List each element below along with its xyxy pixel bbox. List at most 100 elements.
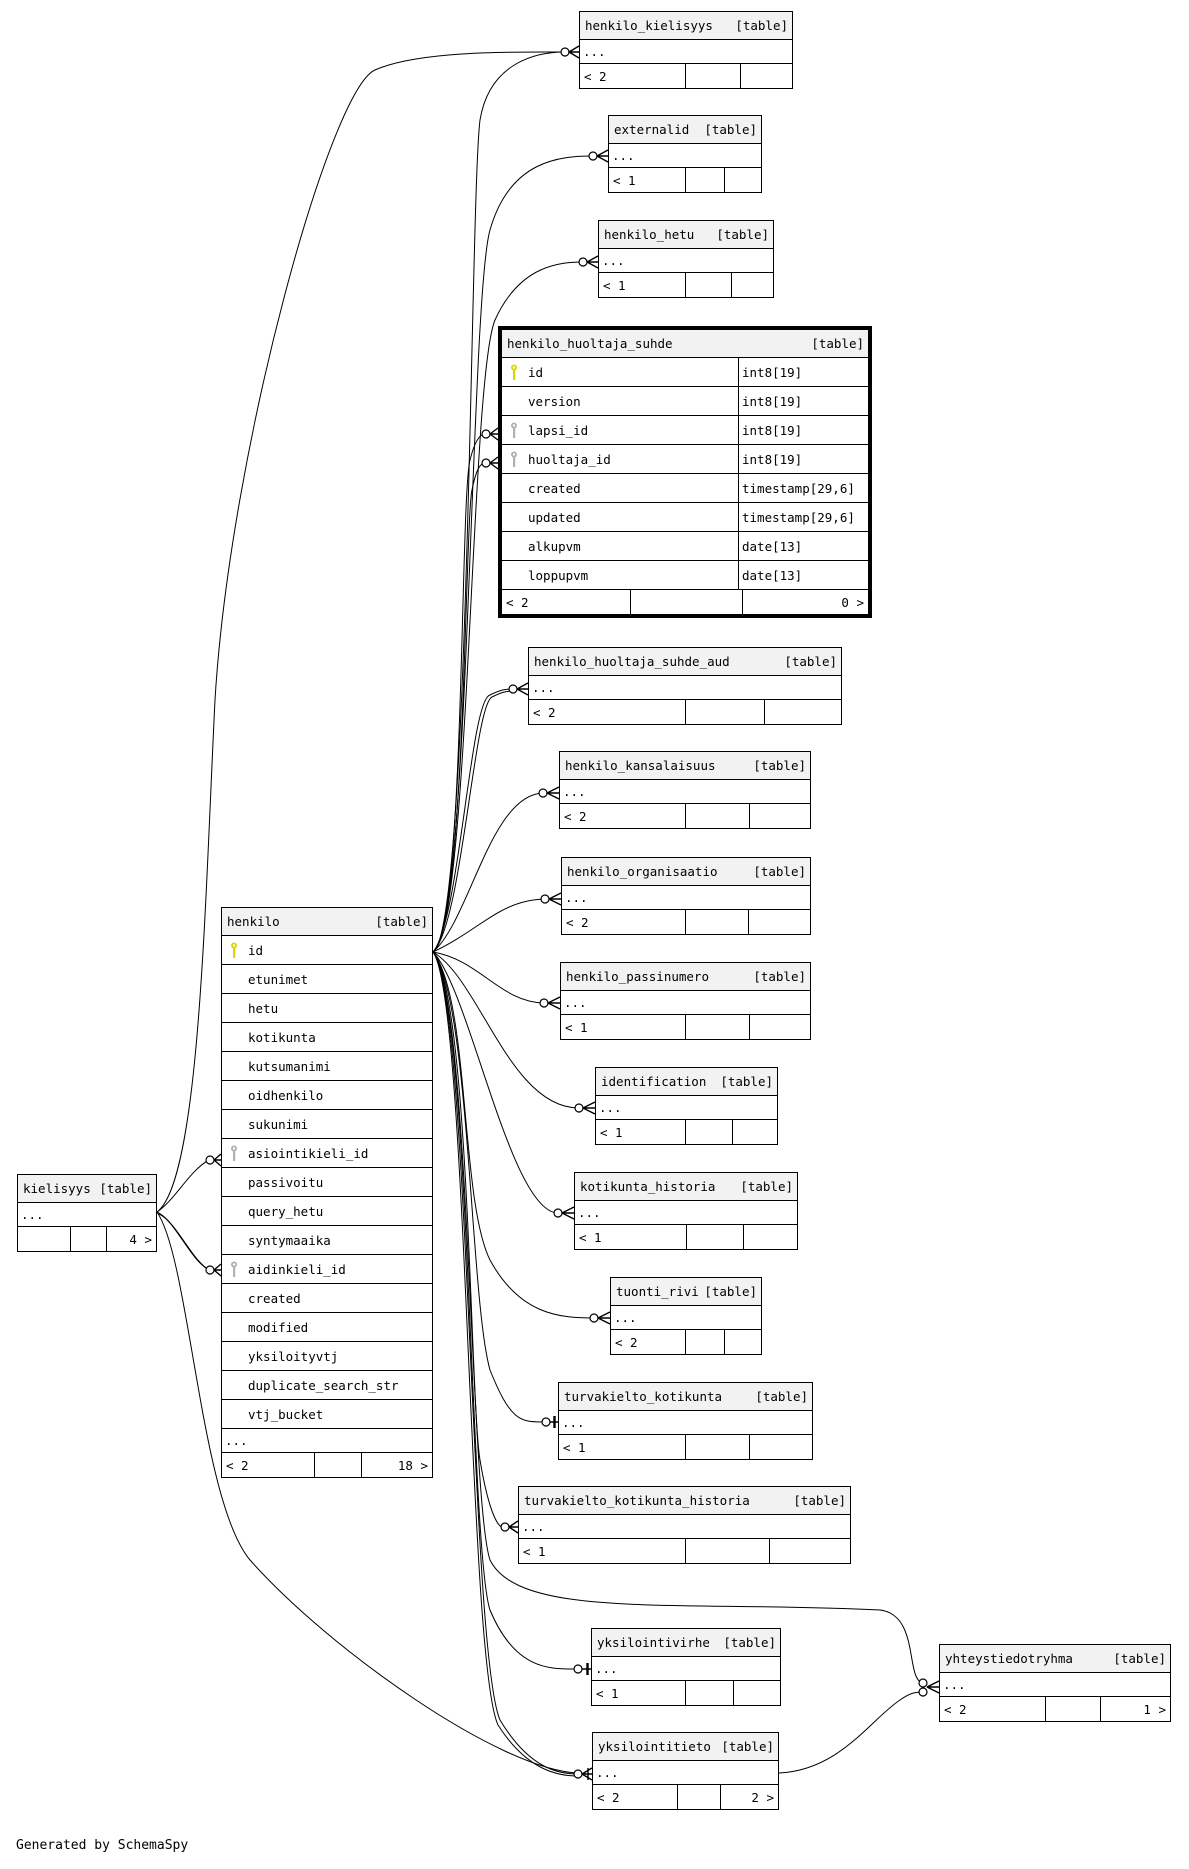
column-row[interactable]: modified [222, 1313, 432, 1342]
column-row[interactable]: hetu [222, 994, 432, 1023]
marker-circle [205, 1155, 215, 1165]
table-name[interactable]: externalid [614, 122, 690, 137]
table-name[interactable]: henkilo_hetu [604, 227, 695, 242]
table-header[interactable]: henkilo_passinumero[table] [561, 963, 810, 991]
table-name[interactable]: yksilointitieto [598, 1739, 711, 1754]
column-row[interactable]: syntymaaika [222, 1226, 432, 1255]
table-name[interactable]: henkilo [227, 914, 280, 929]
table-kielisyys[interactable]: kielisyys[table] ... 4 > [17, 1174, 157, 1252]
table-name[interactable]: kielisyys [23, 1181, 91, 1196]
edge-henkilo-yksilointitieto [432, 951, 579, 1775]
column-row[interactable]: yksiloityvtj [222, 1342, 432, 1371]
table-header[interactable]: tuonti_rivi[table] [611, 1278, 761, 1306]
edge-kielisyys-yksilointitieto [156, 1211, 579, 1774]
table-name[interactable]: turvakielto_kotikunta_historia [524, 1493, 750, 1508]
table-header[interactable]: yhteystiedotryhma[table] [940, 1645, 1170, 1673]
table-name[interactable]: kotikunta_historia [580, 1179, 716, 1194]
table-turvakielto_kotikunta[interactable]: turvakielto_kotikunta[table] ... < 1 [558, 1382, 813, 1460]
rows-count [685, 1015, 749, 1039]
table-header[interactable]: turvakielto_kotikunta[table] [559, 1383, 812, 1411]
parents-count: < 1 [579, 1229, 602, 1245]
children-count: 4 > [106, 1227, 156, 1251]
table-name[interactable]: henkilo_huoltaja_suhde [507, 336, 673, 351]
table-name[interactable]: henkilo_huoltaja_suhde_aud [534, 654, 730, 669]
table-tuonti_rivi[interactable]: tuonti_rivi[table] ... < 2 [610, 1277, 762, 1355]
table-header[interactable]: yksilointivirhe[table] [592, 1629, 780, 1657]
edge-kielisyys-henkilo-aidinkieli [156, 1211, 210, 1271]
column-row[interactable]: asiointikieli_id [222, 1139, 432, 1168]
table-header[interactable]: identification[table] [596, 1068, 777, 1096]
table-turvakielto_kotikunta_historia[interactable]: turvakielto_kotikunta_historia[table] ..… [518, 1486, 851, 1564]
table-yksilointivirhe[interactable]: yksilointivirhe[table] ... < 1 [591, 1628, 781, 1706]
table-name[interactable]: identification [601, 1074, 707, 1089]
table-name[interactable]: henkilo_organisaatio [567, 864, 718, 879]
marker-circle [539, 998, 549, 1008]
column-row[interactable]: passivoitu [222, 1168, 432, 1197]
table-externalid[interactable]: externalid[table] ... < 1 [608, 115, 762, 193]
table-footer: < 1 [592, 1681, 780, 1705]
table-header[interactable]: henkilo[table] [222, 908, 432, 936]
column-row[interactable]: duplicate_search_str [222, 1371, 432, 1400]
table-header[interactable]: yksilointitieto [table] [593, 1733, 778, 1761]
column-row[interactable]: sukunimi [222, 1110, 432, 1139]
table-header[interactable]: henkilo_huoltaja_suhde[table] [502, 330, 868, 358]
column-row[interactable]: kutsumanimi [222, 1052, 432, 1081]
table-tag: [table] [721, 1739, 774, 1754]
column-name: etunimet [248, 971, 309, 987]
table-name[interactable]: henkilo_kielisyys [585, 18, 713, 33]
rows-count [685, 64, 740, 88]
column-row[interactable]: id [222, 936, 432, 965]
table-header[interactable]: henkilo_kielisyys[table] [580, 12, 792, 40]
table-header[interactable]: turvakielto_kotikunta_historia[table] [519, 1487, 850, 1515]
columns-ellipsis: ... [593, 1761, 778, 1785]
table-henkilo_organisaatio[interactable]: henkilo_organisaatio[table] ... < 2 [561, 857, 811, 935]
column-row[interactable]: query_hetu [222, 1197, 432, 1226]
table-header[interactable]: henkilo_kansalaisuus[table] [560, 752, 810, 780]
table-kotikunta_historia[interactable]: kotikunta_historia[table] ... < 1 [574, 1172, 798, 1250]
marker-circle [481, 429, 491, 439]
table-header[interactable]: kielisyys[table] [18, 1175, 156, 1203]
columns-ellipsis: ... [529, 676, 841, 700]
column-name: created [248, 1290, 301, 1306]
table-henkilo_hetu[interactable]: henkilo_hetu[table] ... < 1 [598, 220, 774, 298]
edge-kielisyys-henkilo_kielisyys [156, 51, 566, 1213]
table-header[interactable]: henkilo_huoltaja_suhde_aud[table] [529, 648, 841, 676]
table-name[interactable]: turvakielto_kotikunta [564, 1389, 723, 1404]
column-row[interactable]: kotikunta [222, 1023, 432, 1052]
rows-count [685, 910, 748, 934]
column-row[interactable]: oidhenkilo [222, 1081, 432, 1110]
columns-ellipsis: ... [611, 1306, 761, 1330]
table-footer: 4 > [18, 1227, 156, 1251]
column-row[interactable]: created [222, 1284, 432, 1313]
table-header[interactable]: externalid[table] [609, 116, 761, 144]
table-henkilo_kansalaisuus[interactable]: henkilo_kansalaisuus[table] ... < 2 [559, 751, 811, 829]
column-row[interactable]: etunimet [222, 965, 432, 994]
table-identification[interactable]: identification[table] ... < 1 [595, 1067, 778, 1145]
column-row[interactable]: vtj_bucket [222, 1400, 432, 1429]
table-header[interactable]: kotikunta_historia[table] [575, 1173, 797, 1201]
table-name[interactable]: henkilo_passinumero [566, 969, 709, 984]
table-henkilo_kielisyys[interactable]: henkilo_kielisyys[table] ... < 2 [579, 11, 793, 89]
table-henkilo_huoltaja_suhde_aud[interactable]: henkilo_huoltaja_suhde_aud[table] ... < … [528, 647, 842, 725]
table-header[interactable]: henkilo_organisaatio[table] [562, 858, 810, 886]
table-footer: < 2 [560, 804, 810, 828]
table-name[interactable]: tuonti_rivi [616, 1284, 699, 1299]
column-row[interactable]: aidinkieli_id [222, 1255, 432, 1284]
table-name[interactable]: henkilo_kansalaisuus [565, 758, 716, 773]
table-header[interactable]: henkilo_hetu[table] [599, 221, 773, 249]
table-name[interactable]: yhteystiedotryhma [945, 1651, 1073, 1666]
table-henkilo_passinumero[interactable]: henkilo_passinumero[table] ... < 1 [560, 962, 811, 1040]
table-name[interactable]: yksilointivirhe [597, 1635, 710, 1650]
